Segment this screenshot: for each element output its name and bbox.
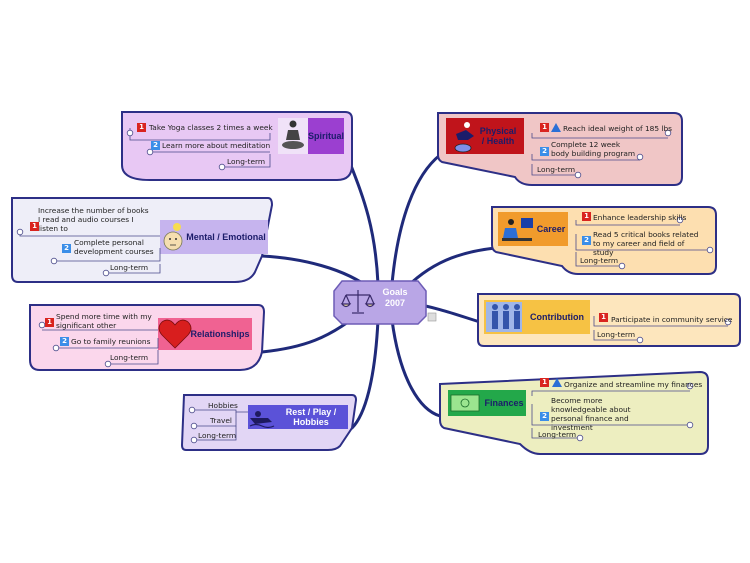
thinking-face-icon [163, 223, 183, 251]
item-physical-2[interactable]: Complete 12 week body building program [551, 140, 636, 158]
priority-up-icon [551, 123, 561, 132]
item-contribution-1[interactable]: Participate in community service [611, 315, 733, 324]
item-rest-3[interactable]: Long-term [198, 431, 237, 440]
expand-icon [190, 436, 198, 444]
topic-title-physical-line1: Physical [479, 126, 517, 136]
expand-icon [618, 262, 626, 270]
priority-1-badge: 1 [582, 212, 591, 221]
expand-icon [188, 406, 196, 414]
item-career-3[interactable]: Long-term [580, 256, 619, 265]
priority-2-badge: 2 [151, 141, 160, 150]
topic-title-rest[interactable]: Rest / Play / Hobbies [285, 407, 337, 427]
swimmer-icon [249, 411, 275, 429]
people-icon [486, 302, 522, 332]
item-relationships-2[interactable]: Go to family reunions [71, 337, 151, 346]
computer-worker-icon [502, 218, 533, 241]
topic-title-physical-line2: / Health [481, 136, 515, 146]
meditation-icon [282, 120, 304, 149]
priority-1-badge: 1 [540, 123, 549, 132]
topic-title-finances[interactable]: Finances [484, 398, 524, 408]
topic-title-physical[interactable]: Physical / Health [474, 122, 522, 150]
topic-title-spiritual[interactable]: Spiritual [307, 131, 344, 141]
expand-icon [706, 246, 714, 254]
central-title-line1: Goals [382, 287, 408, 297]
priority-2-badge: 2 [540, 147, 549, 156]
expand-icon [574, 171, 582, 179]
connector-finances [390, 318, 442, 418]
expand-icon [146, 148, 154, 156]
expand-icon [686, 382, 694, 390]
topic-box-rest[interactable] [248, 405, 348, 429]
priority-1-badge: 1 [30, 222, 39, 231]
topic-title-career[interactable]: Career [536, 224, 566, 234]
heart-icon [158, 319, 192, 349]
connector-rest [350, 318, 380, 430]
expand-icon [38, 321, 46, 329]
expand-icon [724, 318, 732, 326]
item-mental-1[interactable]: Increase the number of books I read and … [38, 206, 149, 233]
expand-icon [190, 422, 198, 430]
item-lines [19, 128, 728, 441]
priority-2-badge: 2 [60, 337, 69, 346]
central-title: Goals 2007 [370, 287, 420, 309]
expand-icon [102, 269, 110, 277]
priority-1-badge: 1 [540, 378, 549, 387]
topic-title-contribution[interactable]: Contribution [530, 312, 584, 322]
expand-icon [52, 344, 60, 352]
expand-icons[interactable] [16, 129, 732, 444]
expand-icon [126, 129, 134, 137]
item-finances-2[interactable]: Become more knowledgeable about personal… [551, 396, 631, 432]
expand-icon [664, 129, 672, 137]
expand-icon [104, 360, 112, 368]
item-contribution-2[interactable]: Long-term [597, 330, 636, 339]
priority-2-badge: 2 [582, 236, 591, 245]
topic-title-relationships[interactable]: Relationships [190, 329, 250, 339]
scales-icon [340, 290, 376, 314]
item-mental-2[interactable]: Complete personal development courses [74, 238, 154, 256]
item-finances-3[interactable]: Long-term [538, 430, 577, 439]
item-spiritual-3[interactable]: Long-term [227, 157, 266, 166]
priority-2-badge: 2 [540, 412, 549, 421]
item-career-2[interactable]: Read 5 critical books related to my care… [593, 230, 699, 257]
expand-icon [576, 434, 584, 442]
priority-up-icon [552, 378, 562, 387]
item-spiritual-1[interactable]: Take Yoga classes 2 times a week [149, 123, 273, 132]
priority-1-badge: 1 [137, 123, 146, 132]
money-icon [450, 394, 480, 412]
priority-1-badge: 1 [599, 313, 608, 322]
item-rest-2[interactable]: Travel [210, 416, 232, 425]
topic-title-mental[interactable]: Mental / Emotional [186, 232, 266, 242]
expand-icon [636, 336, 644, 344]
item-career-1[interactable]: Enhance leadership skills [593, 213, 687, 222]
item-mental-3[interactable]: Long-term [110, 263, 149, 272]
expand-icon [50, 257, 58, 265]
item-rest-1[interactable]: Hobbies [208, 401, 238, 410]
priority-2-badge: 2 [62, 244, 71, 253]
item-spiritual-2[interactable]: Learn more about meditation [162, 141, 271, 150]
note-icon[interactable] [427, 312, 437, 322]
item-physical-1[interactable]: Reach ideal weight of 185 lbs [563, 124, 672, 133]
connector-physical [390, 153, 442, 286]
hurdler-icon [454, 122, 474, 153]
expand-icon [16, 228, 24, 236]
item-relationships-1[interactable]: Spend more time with my significant othe… [56, 312, 152, 330]
priority-1-badge: 1 [45, 318, 54, 327]
expand-icon [686, 421, 694, 429]
expand-icon [676, 216, 684, 224]
expand-icon [218, 163, 226, 171]
expand-icon [636, 153, 644, 161]
item-finances-1[interactable]: Organize and streamline my finances [564, 380, 703, 389]
central-title-line2: 2007 [384, 298, 406, 308]
item-relationships-3[interactable]: Long-term [110, 353, 149, 362]
item-physical-3[interactable]: Long-term [537, 165, 576, 174]
